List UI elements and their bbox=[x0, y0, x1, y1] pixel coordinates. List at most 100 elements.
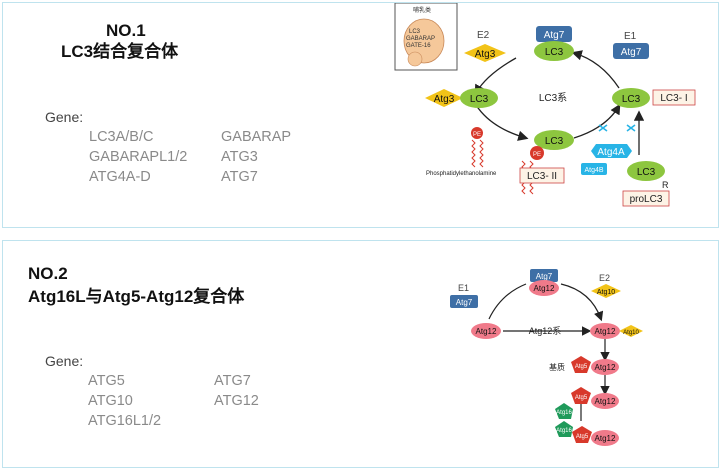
gene-item: ATG4A-D bbox=[89, 169, 151, 185]
atg12-protein bbox=[591, 393, 619, 409]
atg12-protein bbox=[471, 323, 501, 339]
atg5-protein bbox=[571, 356, 591, 373]
gene-item: ATG5 bbox=[88, 373, 125, 389]
lc3-i-label: LC3- I bbox=[660, 93, 687, 104]
atg16-label: Atg16 bbox=[556, 428, 572, 434]
gene-item: ATG12 bbox=[214, 393, 259, 409]
gene-label: Gene: bbox=[45, 109, 84, 125]
panel-title: LC3结合复合体 bbox=[61, 42, 179, 61]
prolc3-label: proLC3 bbox=[630, 194, 663, 205]
lc3-protein bbox=[460, 88, 498, 108]
substrate-label: 基质 bbox=[549, 362, 565, 372]
atg12-label: Atg12 bbox=[595, 363, 616, 372]
e2-label: E2 bbox=[477, 30, 490, 41]
atg7-label: Atg7 bbox=[536, 272, 553, 281]
lc3-label: LC3 bbox=[637, 167, 656, 178]
cycle-arrow bbox=[474, 57, 517, 96]
r-residue-label: R bbox=[662, 180, 669, 190]
cycle-arrow bbox=[488, 283, 527, 320]
atg3-protein bbox=[425, 89, 463, 107]
lc3-i-box bbox=[652, 89, 696, 106]
gene-item: GABARAP bbox=[221, 129, 292, 145]
atg7-label: Atg7 bbox=[456, 298, 473, 307]
panel-number: NO.2 bbox=[28, 264, 68, 283]
lc3-conjugation-diagram: 哺乳类 LC3 GABARAP GATE-16 Atg7 LC3 E2 Atg3… bbox=[394, 3, 696, 207]
gene-item: ATG10 bbox=[88, 393, 133, 409]
e1-label: E1 bbox=[458, 283, 469, 293]
atg5-label: Atg5 bbox=[575, 395, 588, 401]
atg5-protein bbox=[572, 426, 592, 443]
atg7-protein bbox=[530, 269, 558, 282]
atg16-protein bbox=[555, 421, 573, 437]
panel-title: Atg16L与Atg5-Atg12复合体 bbox=[28, 287, 245, 306]
scissors-icon bbox=[626, 124, 636, 132]
atg12-label: Atg12 bbox=[534, 284, 555, 293]
gene-item: GABARAPL1/2 bbox=[89, 149, 188, 165]
inset-protein: LC3 bbox=[409, 29, 421, 35]
lc3-label: LC3 bbox=[470, 94, 489, 105]
cycle-arrow bbox=[571, 50, 620, 89]
atg12-protein bbox=[529, 280, 559, 296]
atg3-label: Atg3 bbox=[434, 94, 455, 105]
panel-number: NO.1 bbox=[106, 21, 146, 40]
atg4a-label: Atg4A bbox=[597, 147, 625, 158]
atg4b-label: Atg4B bbox=[584, 167, 603, 174]
atg7-label: Atg7 bbox=[544, 30, 565, 41]
atg5-label: Atg5 bbox=[576, 434, 589, 440]
e2-label: E2 bbox=[599, 273, 610, 283]
gene-item: ATG7 bbox=[221, 169, 258, 185]
atg10-label: Atg10 bbox=[597, 289, 615, 296]
lc3-ii-label: LC3- II bbox=[527, 171, 557, 182]
lc3-protein bbox=[534, 130, 574, 150]
atg7-protein bbox=[536, 26, 572, 42]
lc3-ii-box bbox=[519, 167, 565, 184]
atg12-label: Atg12 bbox=[595, 397, 616, 406]
lc3-label: LC3 bbox=[622, 94, 641, 105]
lc3-protein bbox=[534, 41, 574, 61]
atg4b-protein bbox=[581, 163, 607, 175]
atg3-protein bbox=[464, 44, 506, 62]
pe-label: PE bbox=[533, 152, 541, 158]
gene-item: ATG16L1/2 bbox=[88, 413, 162, 429]
atg12-conjugation-diagram: Atg7 Atg12 E1 Atg7 E2 Atg10 Atg12 Atg12系… bbox=[450, 269, 643, 446]
atg12-label: Atg12 bbox=[595, 327, 616, 336]
atg3-label: Atg3 bbox=[475, 49, 496, 60]
lipid-tail-icon bbox=[471, 139, 484, 168]
atg10-label: Atg10 bbox=[623, 330, 639, 336]
scissors-icon bbox=[598, 124, 608, 132]
atg12-protein bbox=[591, 359, 619, 375]
atg5-label: Atg5 bbox=[575, 364, 588, 370]
lc3-protein bbox=[627, 161, 665, 181]
cycle-arrow bbox=[573, 103, 621, 139]
pe-headgroup-icon bbox=[471, 127, 483, 139]
atg4a-protein bbox=[591, 144, 632, 158]
e1-label: E1 bbox=[624, 31, 637, 42]
pe-headgroup-icon bbox=[530, 146, 544, 160]
panel-lc3-complex: NO.1 LC3结合复合体 Gene: LC3A/B/C GABARAP GAB… bbox=[2, 2, 719, 228]
atg7-protein bbox=[613, 43, 649, 59]
species-inset: 哺乳类 LC3 GABARAP GATE-16 bbox=[394, 3, 458, 71]
gene-label: Gene: bbox=[45, 353, 84, 369]
gene-item: LC3A/B/C bbox=[89, 129, 154, 145]
lc3-label: LC3 bbox=[545, 136, 564, 147]
atg7-label: Atg7 bbox=[621, 47, 642, 58]
atg10-protein bbox=[619, 325, 643, 337]
prolc3-box bbox=[622, 190, 670, 207]
inset-protein: GATE-16 bbox=[406, 43, 431, 49]
gene-item: ATG7 bbox=[214, 373, 251, 389]
cycle-arrow bbox=[475, 104, 529, 141]
inset-protein: GABARAP bbox=[406, 36, 435, 42]
atg16-protein bbox=[555, 403, 573, 419]
atg12-label: Atg12 bbox=[476, 327, 497, 336]
lc3-protein bbox=[612, 88, 650, 108]
atg7-protein bbox=[450, 295, 478, 308]
atg12-protein bbox=[591, 430, 619, 446]
cycle-arrow bbox=[560, 283, 604, 322]
lc3-label: LC3 bbox=[545, 47, 564, 58]
center-label: Atg12系 bbox=[529, 326, 562, 336]
atg16-label: Atg16 bbox=[556, 410, 572, 416]
inset-species: 哺乳类 bbox=[413, 6, 431, 14]
atg12-protein bbox=[590, 323, 620, 339]
panel-atg12-complex: NO.2 Atg16L与Atg5-Atg12复合体 Gene: ATG5 ATG… bbox=[2, 240, 719, 468]
atg5-protein bbox=[571, 387, 591, 404]
